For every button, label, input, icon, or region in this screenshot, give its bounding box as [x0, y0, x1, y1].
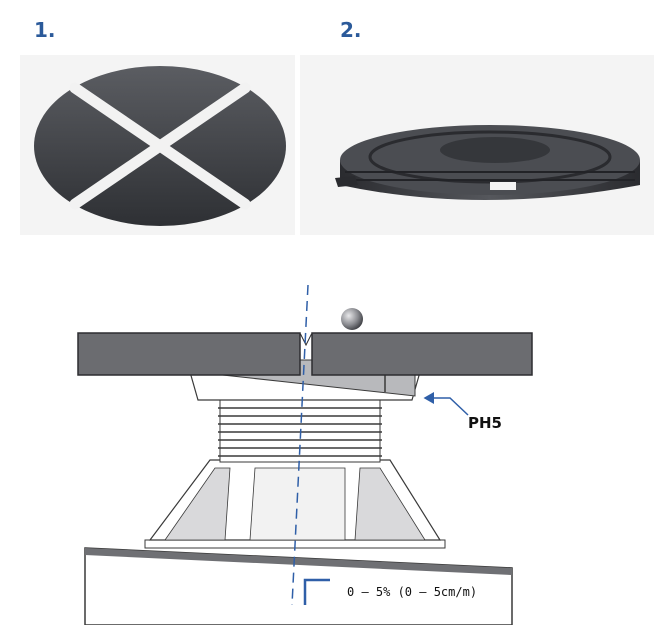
item-1-label: 1.: [34, 18, 56, 42]
pedestal-diagram: PH5 0 – 5% (0 – 5cm/m): [77, 284, 533, 625]
ph5-arrow: [423, 392, 469, 416]
level-ball: [341, 308, 363, 330]
ground-surface: [85, 548, 512, 575]
item-2-label: 2.: [340, 18, 362, 42]
pad-2-center: [440, 137, 550, 163]
slope-angle-mark: [303, 578, 330, 605]
paving-slab-left: [77, 332, 301, 376]
slotted-pad-image: [20, 55, 295, 235]
pedestal-rib-left: [164, 467, 231, 541]
ph5-label: PH5: [468, 414, 502, 432]
pad-1-slots: [69, 82, 251, 210]
paving-slab-right: [311, 332, 533, 376]
pad-2-edge: [335, 176, 358, 187]
vertical-axis-line: [291, 284, 309, 606]
pad-2-tab: [490, 182, 516, 190]
slope-label: 0 – 5% (0 – 5cm/m): [347, 585, 477, 599]
pedestal-core: [249, 467, 346, 541]
stacked-pad-image: [300, 55, 654, 235]
pedestal-rib-right: [354, 467, 426, 541]
